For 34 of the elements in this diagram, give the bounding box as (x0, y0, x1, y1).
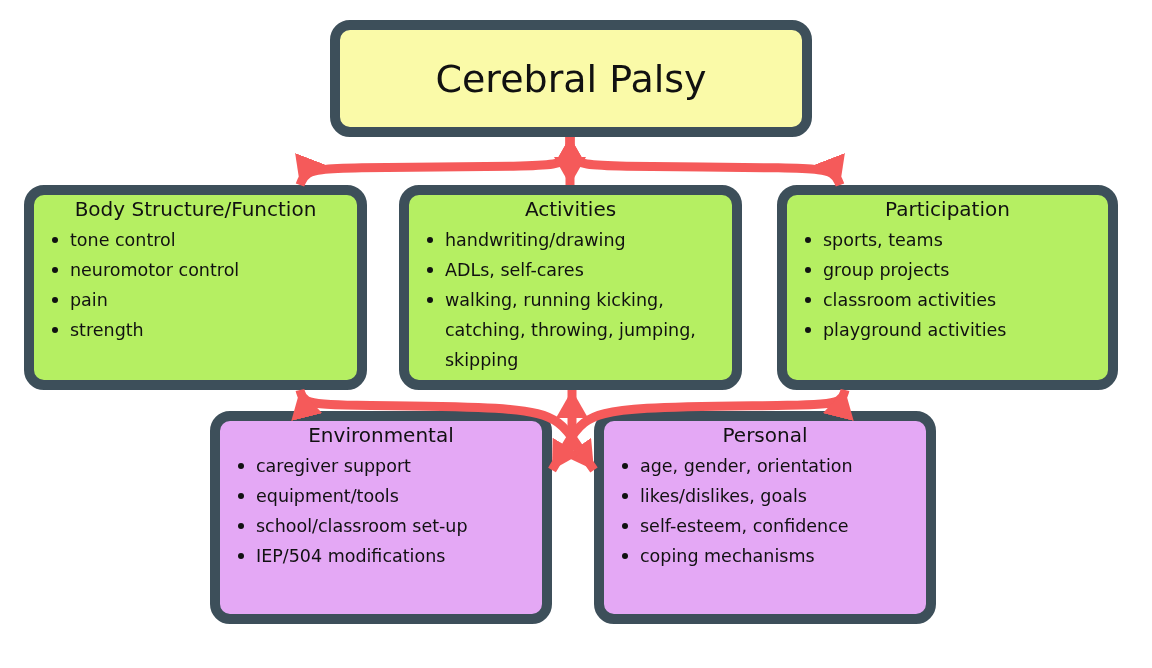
list-item: classroom activities (823, 289, 997, 312)
list-item: walking, running kicking, catching, throwing, jumping, skipping (445, 289, 697, 372)
category-box (777, 185, 1118, 390)
list-item: IEP/504 modifications (256, 545, 446, 568)
arrow (291, 387, 598, 473)
category-heading: Personal (721, 423, 809, 447)
list-item: age, gender, orientation (640, 455, 853, 478)
category-heading: Activities (523, 197, 618, 221)
category-box (24, 185, 367, 390)
list-item: sports, teams (823, 229, 943, 252)
list-item: strength (70, 319, 144, 342)
list-item: likes/dislikes, goals (640, 485, 807, 508)
arrow (548, 387, 854, 473)
category-heading: Body Structure/Function (73, 197, 318, 221)
list-item: caregiver support (256, 455, 411, 478)
list-item: pain (70, 289, 108, 312)
list-item: coping mechanisms (640, 545, 815, 568)
category-box (594, 411, 936, 624)
category-heading: Participation (884, 197, 1011, 221)
list-item: school/classroom set-up (256, 515, 468, 538)
list-item: ADLs, self-cares (445, 259, 584, 282)
list-item: group projects (823, 259, 950, 282)
category-heading: Environmental (307, 423, 455, 447)
arrow (556, 390, 588, 450)
category-box (210, 411, 552, 624)
title-box (330, 20, 812, 137)
list-item: neuromotor control (70, 259, 240, 282)
list-item: self-esteem, confidence (640, 515, 849, 538)
list-item: playground activities (823, 319, 1007, 342)
list-item: handwriting/drawing (445, 229, 626, 252)
list-item: equipment/tools (256, 485, 399, 508)
node-label: Cerebral Palsy (435, 56, 707, 101)
category-box (399, 185, 742, 390)
list-item: tone control (70, 229, 176, 252)
